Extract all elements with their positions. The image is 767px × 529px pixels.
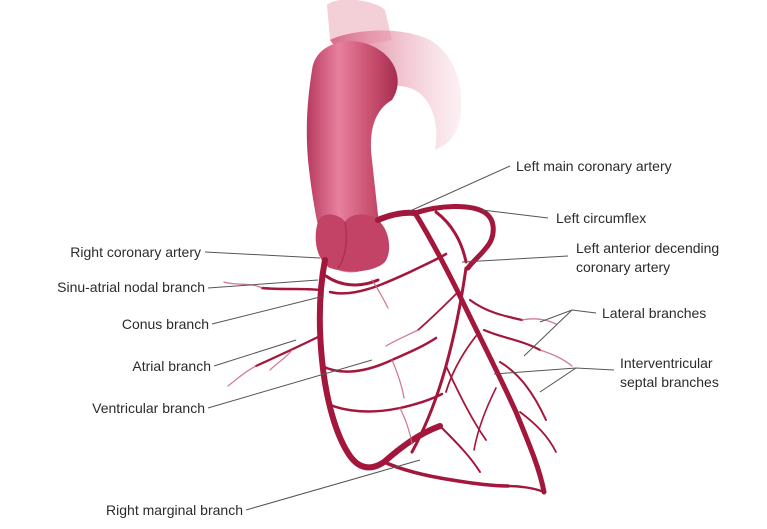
label-conus-branch: Conus branch (122, 316, 209, 332)
coronary-vessels (256, 206, 556, 492)
label-atrial-branch: Atrial branch (132, 358, 211, 374)
label-left-circumflex: Left circumflex (556, 210, 646, 226)
label-ventricular-branch: Ventricular branch (92, 400, 205, 416)
label-right-marginal-branch: Right marginal branch (106, 502, 243, 518)
label-lateral-branches: Lateral branches (602, 305, 706, 321)
label-left-anterior-descending-line2: coronary artery (576, 259, 670, 275)
label-interventricular-line1: Interventricular (620, 355, 713, 371)
label-sinu-atrial-nodal-branch: Sinu-atrial nodal branch (57, 279, 205, 295)
label-right-coronary-artery: Right coronary artery (70, 244, 201, 260)
leader-lines (205, 166, 614, 510)
label-left-anterior-descending-line1: Left anterior decending (576, 240, 719, 256)
label-left-main-coronary-artery: Left main coronary artery (516, 158, 672, 174)
label-interventricular-line2: septal branches (620, 374, 719, 390)
